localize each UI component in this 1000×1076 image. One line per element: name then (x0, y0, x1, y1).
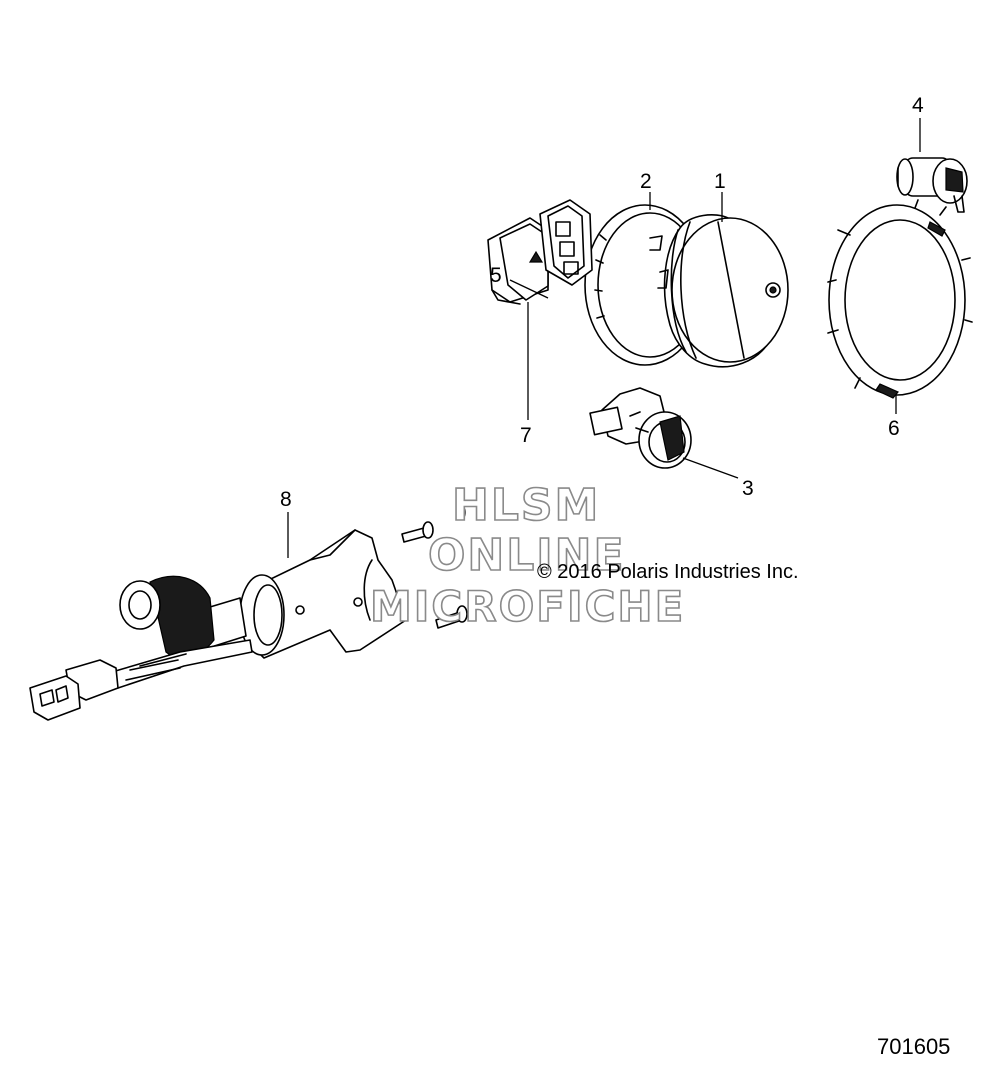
callout-2: 2 (640, 170, 652, 193)
part-5-7-rocker-switches (487, 199, 593, 305)
watermark-line-1: HLSM (451, 479, 601, 532)
callout-6: 6 (888, 417, 900, 440)
leader-lines (287, 118, 921, 558)
part-1-gauge (649, 214, 789, 368)
callout-1: 1 (714, 170, 726, 193)
callout-5: 5 (490, 264, 502, 287)
callout-9: 9 (455, 502, 467, 525)
part-4-connector (896, 157, 968, 213)
callout-3: 3 (742, 477, 754, 500)
part-6-bezel-ring (827, 199, 973, 399)
watermark-line-2: ONLINE (427, 529, 626, 582)
callout-8: 8 (280, 488, 292, 511)
part-3-ignition-switch (589, 387, 692, 469)
callout-7: 7 (520, 424, 532, 447)
figure-number: 701605 (877, 1034, 951, 1059)
watermark-line-3: MICROFICHE (369, 581, 686, 632)
copyright-text: © 2016 Polaris Industries Inc. (537, 561, 799, 583)
callout-4: 4 (912, 94, 924, 117)
part-9-screws (401, 521, 468, 629)
part-8-switch-assembly (29, 529, 407, 721)
